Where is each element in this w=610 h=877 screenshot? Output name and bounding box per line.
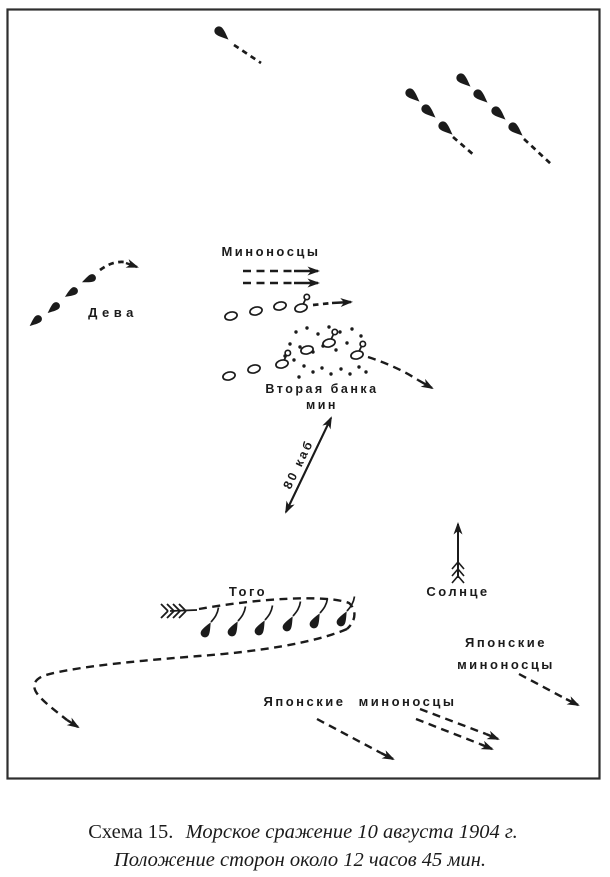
sun-arrow: Солнце [426,522,489,599]
togo-formation: Того [33,584,356,729]
mine-field: Вторая банка мин [265,325,378,412]
label-togo: Того [229,584,267,599]
deva-squadron: Дева [27,259,139,329]
label-deva: Дева [88,305,138,320]
label-sun: Солнце [426,584,489,599]
caption-title: Морское сражение 10 августа 1904 г. [185,821,518,843]
label-japanese-right-line1: Японские [465,635,547,650]
label-japanese-bottom: Японские миноносцы [264,694,457,709]
japanese-destroyers-right: Японские миноносцы [457,635,580,707]
destroyers-arrows: Миноносцы [221,244,320,288]
label-mine-bank-line2: мин [306,398,338,412]
caption: Схема 15. Морское сражение 10 августа 19… [88,821,518,871]
label-destroyers: Миноносцы [221,244,320,259]
caption-prefix: Схема 15. [88,821,173,843]
russian-line-2 [221,328,434,390]
label-mine-bank-line1: Вторая банка [265,382,378,396]
japanese-squadron-columns [403,71,552,165]
map-frame [6,8,601,780]
svg-text:Схема 15. Морское сражен: Схема 15. Морское сражение 10 августа 19… [88,821,518,843]
fletch-marker [160,603,198,619]
top-ship-track [212,24,262,65]
russian-line-1 [223,293,353,323]
caption-subtitle: Положение сторон около 12 часов 45 мин. [113,849,486,871]
label-japanese-right-line2: миноносцы [457,657,555,672]
japanese-destroyers-bottom: Японские миноносцы [264,694,500,761]
